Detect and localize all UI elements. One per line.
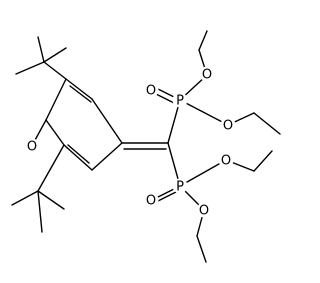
atom-o-p2-a: O xyxy=(218,152,234,169)
bond-p2ob-ch3 xyxy=(196,235,207,263)
atom-label-o-p2-b: O xyxy=(199,204,209,219)
atom-label-o-ketone: O xyxy=(27,140,37,155)
atom-label-o-p1-b: O xyxy=(223,119,233,134)
bond-tbu2-me3 xyxy=(37,190,65,210)
bond-c1-tbu1 xyxy=(43,61,67,80)
atom-label-p1: P xyxy=(176,94,184,109)
bond-c5-c6 xyxy=(45,119,65,146)
bond-c6-c1 xyxy=(45,78,67,121)
bond-tbu1-me3 xyxy=(43,47,67,63)
atom-o-p2-b: O xyxy=(196,202,212,219)
bond-tbu2-me1 xyxy=(11,190,39,206)
bond-c1-c2-inner xyxy=(69,85,92,103)
atom-o-p2-double: O xyxy=(143,192,159,209)
bond-p1-ob xyxy=(179,99,229,126)
atom-label-o-p1-double: O xyxy=(146,84,156,99)
bond-c5-tbu2 xyxy=(37,144,65,192)
atom-p1: P xyxy=(172,92,188,109)
bond-c1-c2 xyxy=(65,78,93,100)
bond-p2-odbl-2 xyxy=(155,190,179,203)
structure-canvas: O O P O O O P O xyxy=(11,30,281,263)
atom-label-o-p2-double: O xyxy=(146,194,156,209)
bond-c4-c5-inner xyxy=(67,144,90,164)
bond-c2-c3 xyxy=(91,98,123,144)
bond-ob-ch3 xyxy=(253,112,281,135)
bond-tbu1-me2 xyxy=(37,36,45,63)
bonds xyxy=(11,30,281,263)
atom-o-p1-double: O xyxy=(143,82,159,99)
atom-label-o-p1-a: O xyxy=(202,68,212,83)
atom-label-p2: P xyxy=(176,180,184,195)
bond-c4-c5 xyxy=(63,144,93,171)
atom-o-p1-a: O xyxy=(199,66,215,83)
atom-labels: O O P O O O P O xyxy=(24,66,236,219)
bond-p2-oa xyxy=(179,159,227,187)
molecule-diagram: O O P O O O P O xyxy=(11,30,281,263)
bond-c6-o xyxy=(33,119,47,143)
bond-oa-ch3 xyxy=(198,30,208,51)
atom-o-p1-b: O xyxy=(220,117,236,134)
bond-p2oa-ch3 xyxy=(253,150,273,172)
atom-label-o-p2-a: O xyxy=(221,154,231,169)
atom-o-ketone: O xyxy=(24,138,40,155)
bond-tbu1-me1 xyxy=(15,61,45,75)
atom-p2: P xyxy=(172,178,188,195)
bond-tbu2-me2 xyxy=(37,190,43,233)
bond-c3-c4 xyxy=(91,142,123,171)
